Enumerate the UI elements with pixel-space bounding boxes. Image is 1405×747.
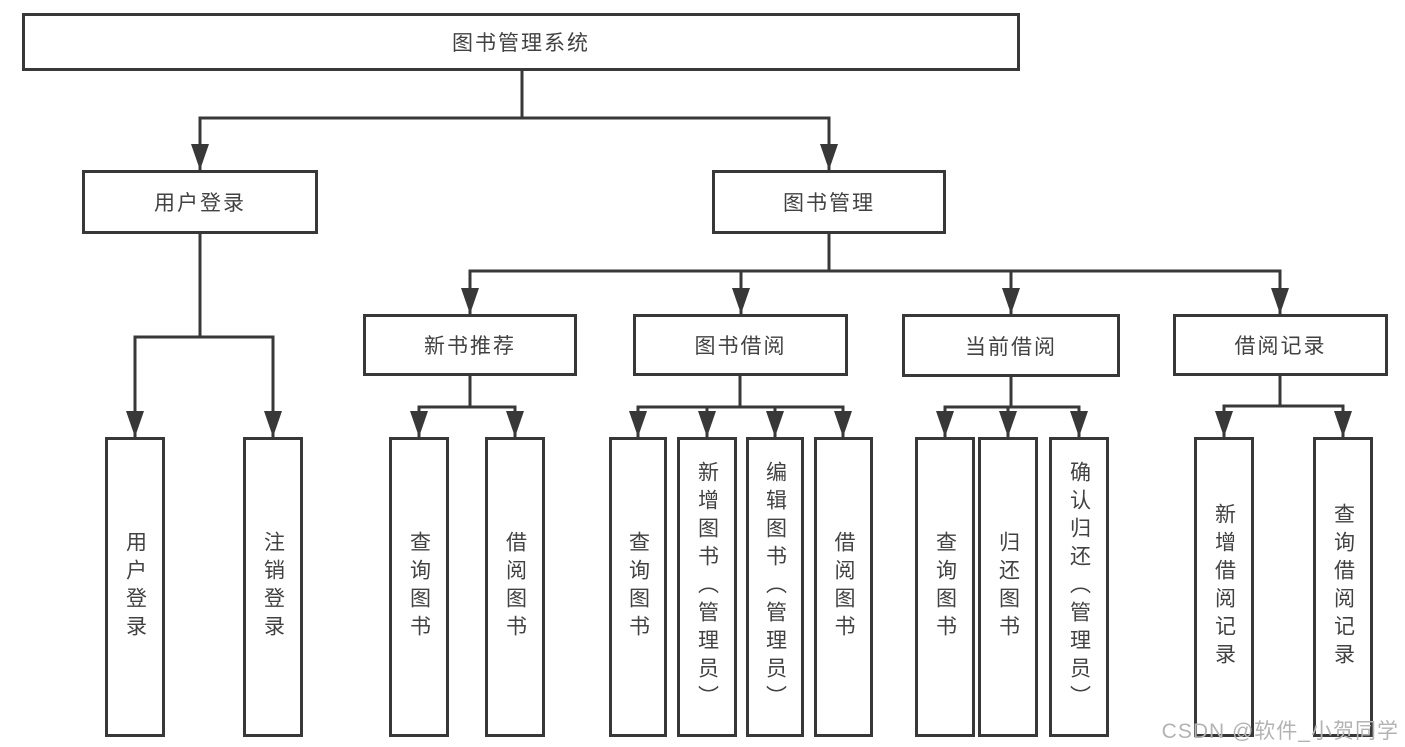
connector-user-login-to-children bbox=[126, 233, 282, 437]
node-leaf-user-login: 用户登录 bbox=[105, 437, 165, 737]
arrow-down-icon bbox=[264, 411, 282, 437]
arrow-down-icon bbox=[126, 411, 144, 437]
arrow-down-icon bbox=[936, 411, 954, 437]
arrow-down-icon bbox=[834, 411, 852, 437]
node-book-management: 图书管理 bbox=[712, 170, 946, 234]
node-br-query-record: 查询借阅记录 bbox=[1313, 437, 1373, 737]
connector-current-borrowing-to-children bbox=[936, 377, 1088, 437]
connector-book-management-to-children bbox=[461, 233, 1289, 314]
arrow-down-icon bbox=[1271, 288, 1289, 314]
node-nb-borrow-books: 借阅图书 bbox=[485, 437, 545, 737]
arrow-down-icon bbox=[1215, 411, 1233, 437]
node-leaf-logout: 注销登录 bbox=[243, 437, 303, 737]
node-borrowing-records: 借阅记录 bbox=[1173, 314, 1388, 376]
connector-new-book-recommend-to-children bbox=[410, 376, 524, 437]
csdn-watermark: CSDN @软件_小贺同学 bbox=[1161, 720, 1399, 743]
arrow-down-icon bbox=[766, 411, 784, 437]
connector-root-to-children bbox=[191, 70, 838, 170]
node-book-borrowing: 图书借阅 bbox=[633, 314, 848, 376]
node-nb-query-books: 查询图书 bbox=[389, 437, 449, 737]
arrow-down-icon bbox=[191, 144, 209, 170]
arrow-down-icon bbox=[410, 411, 428, 437]
arrow-down-icon bbox=[732, 288, 750, 314]
node-bb-query-books: 查询图书 bbox=[609, 437, 667, 737]
arrow-down-icon bbox=[461, 288, 479, 314]
arrow-down-icon bbox=[1334, 411, 1352, 437]
node-bb-edit-books-admin: 编辑图书（管理员） bbox=[746, 437, 804, 737]
node-cb-confirm-return-admin: 确认归还（管理员） bbox=[1049, 437, 1109, 737]
arrow-down-icon bbox=[629, 411, 647, 437]
node-new-book-recommend: 新书推荐 bbox=[363, 314, 577, 376]
connector-borrowing-records-to-children bbox=[1215, 376, 1352, 437]
arrow-down-icon bbox=[1002, 288, 1020, 314]
node-br-add-record: 新增借阅记录 bbox=[1194, 437, 1254, 737]
node-current-borrowing: 当前借阅 bbox=[902, 314, 1120, 377]
connector-book-borrowing-to-children bbox=[629, 376, 852, 437]
node-user-login: 用户登录 bbox=[82, 170, 318, 234]
node-cb-return-books: 归还图书 bbox=[978, 437, 1038, 737]
node-library-management-system: 图书管理系统 bbox=[22, 13, 1020, 71]
arrow-down-icon bbox=[999, 411, 1017, 437]
node-bb-borrow-books: 借阅图书 bbox=[814, 437, 873, 737]
arrow-down-icon bbox=[820, 144, 838, 170]
node-cb-query-books: 查询图书 bbox=[915, 437, 975, 737]
arrow-down-icon bbox=[506, 411, 524, 437]
arrow-down-icon bbox=[698, 411, 716, 437]
node-bb-add-books-admin: 新增图书（管理员） bbox=[677, 437, 737, 737]
arrow-down-icon bbox=[1070, 411, 1088, 437]
